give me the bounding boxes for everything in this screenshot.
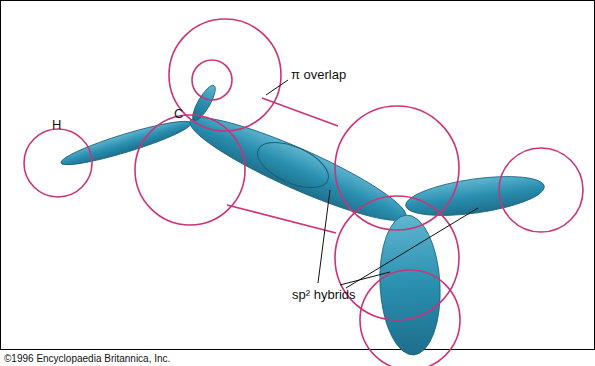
- leader-line: [266, 80, 288, 95]
- pi-overlap-line-top: [262, 98, 338, 126]
- lower-circle: [360, 270, 460, 366]
- p-circle-top-right: [335, 106, 459, 230]
- right-hybrid-lobe: [403, 169, 546, 222]
- h-c-hybrid-lobe: [58, 115, 193, 172]
- leader-line: [340, 272, 390, 285]
- p-circle-bottom-left: [135, 115, 245, 225]
- leader-line: [346, 208, 478, 288]
- copyright-note: ©1996 Encyclopaedia Britannica, Inc.: [4, 353, 170, 364]
- right-circle: [499, 148, 583, 232]
- inner-lobe-outline: [251, 133, 335, 197]
- callout-label: sp² hybrids: [292, 288, 356, 302]
- atom-label: H: [52, 118, 61, 132]
- p-circle-top-left: [169, 19, 281, 131]
- frame: [1, 1, 595, 350]
- small-circle: [192, 60, 232, 100]
- callout-label: π overlap: [291, 68, 346, 82]
- h-orbital-circle: [24, 129, 92, 197]
- leader-line: [318, 190, 330, 283]
- pi-overlap-line-bottom: [227, 205, 336, 233]
- atom-label: C: [174, 107, 183, 121]
